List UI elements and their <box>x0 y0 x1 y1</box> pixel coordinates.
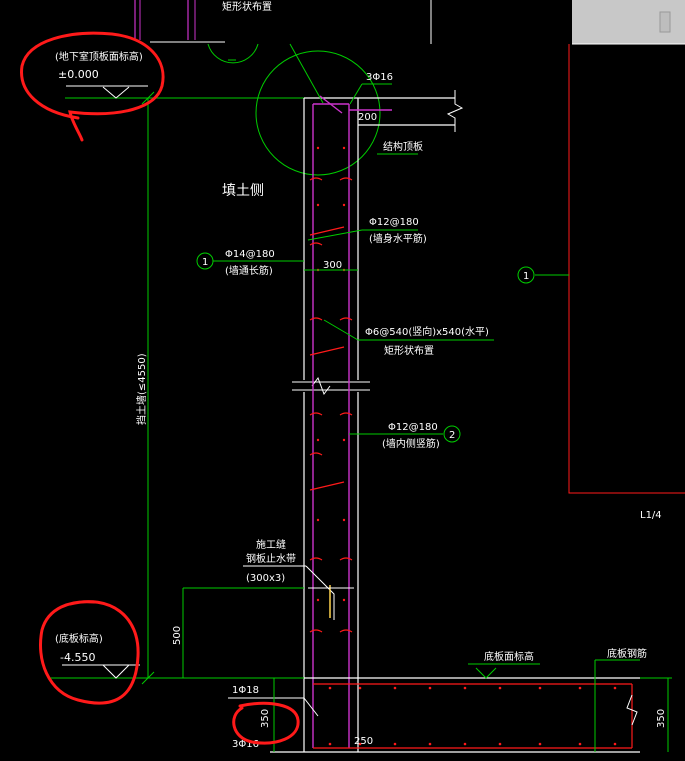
inner-bar-desc: (墙内侧竖筋) <box>382 437 440 450</box>
dimension-350-right: 350 <box>656 709 667 728</box>
callout-1-right <box>517 266 535 284</box>
reference-label: L1/4 <box>640 510 662 521</box>
waterstop-label: 钢板止水带 <box>246 552 296 565</box>
dimension-200: 200 <box>358 112 377 123</box>
dimension-250: 250 <box>354 736 373 747</box>
detail-circle <box>255 50 381 176</box>
soil-side-label: 填土侧 <box>222 183 264 199</box>
vertical-bar-desc: (墙通长筋) <box>225 264 273 277</box>
horizontal-bar-desc: (墙身水平筋) <box>369 232 427 245</box>
rebar-ties <box>309 177 353 633</box>
bottom-bar-label-b: 3Φ16 <box>232 739 259 750</box>
svg-text:1: 1 <box>523 271 529 282</box>
basement-roof-label: (地下室顶板面标高) <box>55 50 143 63</box>
annotation-circle-350 <box>232 701 300 745</box>
viewport-panel-handle <box>659 11 671 33</box>
top-bar-label: 3Φ16 <box>366 72 393 83</box>
annotation-circle-roof <box>20 31 165 142</box>
waterstop-size: (300x3) <box>246 573 285 584</box>
top-partial-label: 矩形状布置 <box>222 0 272 13</box>
basement-roof-elevation: ±0.000 <box>58 68 99 81</box>
base-elevation: -4.550 <box>60 651 95 664</box>
base-slab-top-label: 底板面标高 <box>484 650 534 663</box>
construction-joint-label: 施工缝 <box>256 538 286 551</box>
annotation-circle-base <box>39 600 140 705</box>
base-level-label: (底板标高) <box>55 632 103 645</box>
dimension-350-left: 350 <box>260 709 271 728</box>
vertical-bar-label: Φ14@180 <box>225 249 275 260</box>
horizontal-bar-label: Φ12@180 <box>369 217 419 228</box>
svg-text:2: 2 <box>449 430 455 441</box>
inner-bar-label: Φ12@180 <box>388 422 438 433</box>
wall-thickness: 300 <box>323 260 342 271</box>
svg-text:1: 1 <box>202 257 208 268</box>
base-slab-bar-label: 底板钢筋 <box>607 647 647 660</box>
tie-bar-label: Φ6@540(竖向)x540(水平) <box>365 325 489 338</box>
dimension-500: 500 <box>172 626 183 645</box>
structural-slab-label: 结构顶板 <box>383 140 423 153</box>
bottom-bar-label-a: 1Φ18 <box>232 685 259 696</box>
tie-bar-desc: 矩形状布置 <box>384 344 434 357</box>
height-dimension: 挡土墙(≤4550) <box>135 353 148 425</box>
callout-2 <box>443 425 461 443</box>
